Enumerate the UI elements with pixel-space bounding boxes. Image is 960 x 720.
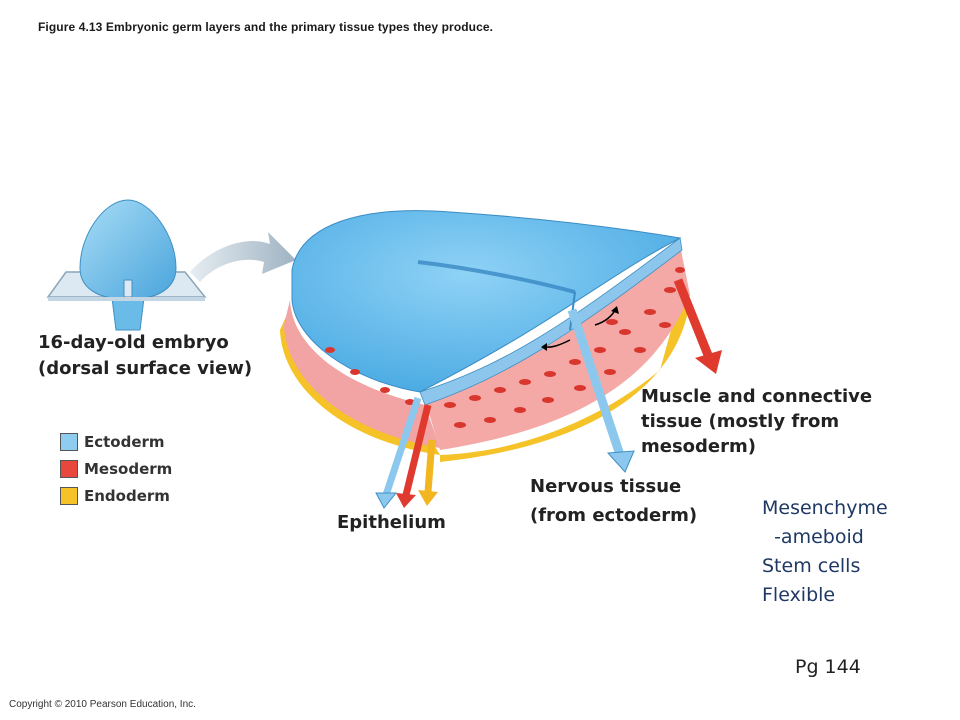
tissue-arrows (375, 278, 722, 509)
nervous-label-line-2: (from ectoderm) (530, 505, 698, 526)
mesoderm-swatch (60, 459, 78, 478)
legend-item-ectoderm: Ectoderm (60, 428, 172, 455)
note-line: Mesenchyme (762, 497, 888, 519)
legend-label: Ectoderm (84, 432, 165, 451)
embryo-label-line-1: 16-day-old embryo (38, 332, 229, 353)
legend-label: Endoderm (84, 486, 170, 505)
mesenchyme-notes: Mesenchyme -ameboid Stem cells Flexible (762, 494, 888, 610)
ectoderm-swatch (60, 432, 78, 451)
muscle-label-line-1: Muscle and connective (641, 386, 873, 407)
germ-layer-legend: Ectoderm Mesoderm Endoderm (60, 428, 172, 509)
note-line: -ameboid (762, 526, 864, 548)
muscle-label-line-2: tissue (mostly from (641, 411, 840, 432)
note-line: Flexible (762, 584, 836, 606)
note-line: Stem cells (762, 555, 861, 577)
epithelium-label: Epithelium (337, 512, 446, 533)
nervous-tissue-label: Nervous tissue (from ectoderm) (530, 472, 730, 530)
embryo-label: 16-day-old embryo (dorsal surface view) (38, 330, 278, 382)
page-reference: Pg 144 (795, 656, 861, 678)
small-embryo-illustration (46, 199, 207, 331)
view-arrow (190, 232, 296, 282)
muscle-connective-label: Muscle and connective tissue (mostly fro… (641, 384, 901, 459)
legend-item-endoderm: Endoderm (60, 482, 172, 509)
muscle-label-line-3: mesoderm) (641, 436, 756, 457)
legend-label: Mesoderm (84, 459, 173, 478)
embryo-label-line-2: (dorsal surface view) (38, 358, 253, 379)
nervous-label-line-1: Nervous tissue (530, 476, 682, 497)
figure-caption: Figure 4.13 Embryonic germ layers and th… (38, 20, 494, 34)
endoderm-swatch (60, 486, 78, 505)
copyright-notice: Copyright © 2010 Pearson Education, Inc. (9, 699, 196, 710)
legend-item-mesoderm: Mesoderm (60, 455, 172, 482)
embryo-cross-section (280, 210, 690, 462)
